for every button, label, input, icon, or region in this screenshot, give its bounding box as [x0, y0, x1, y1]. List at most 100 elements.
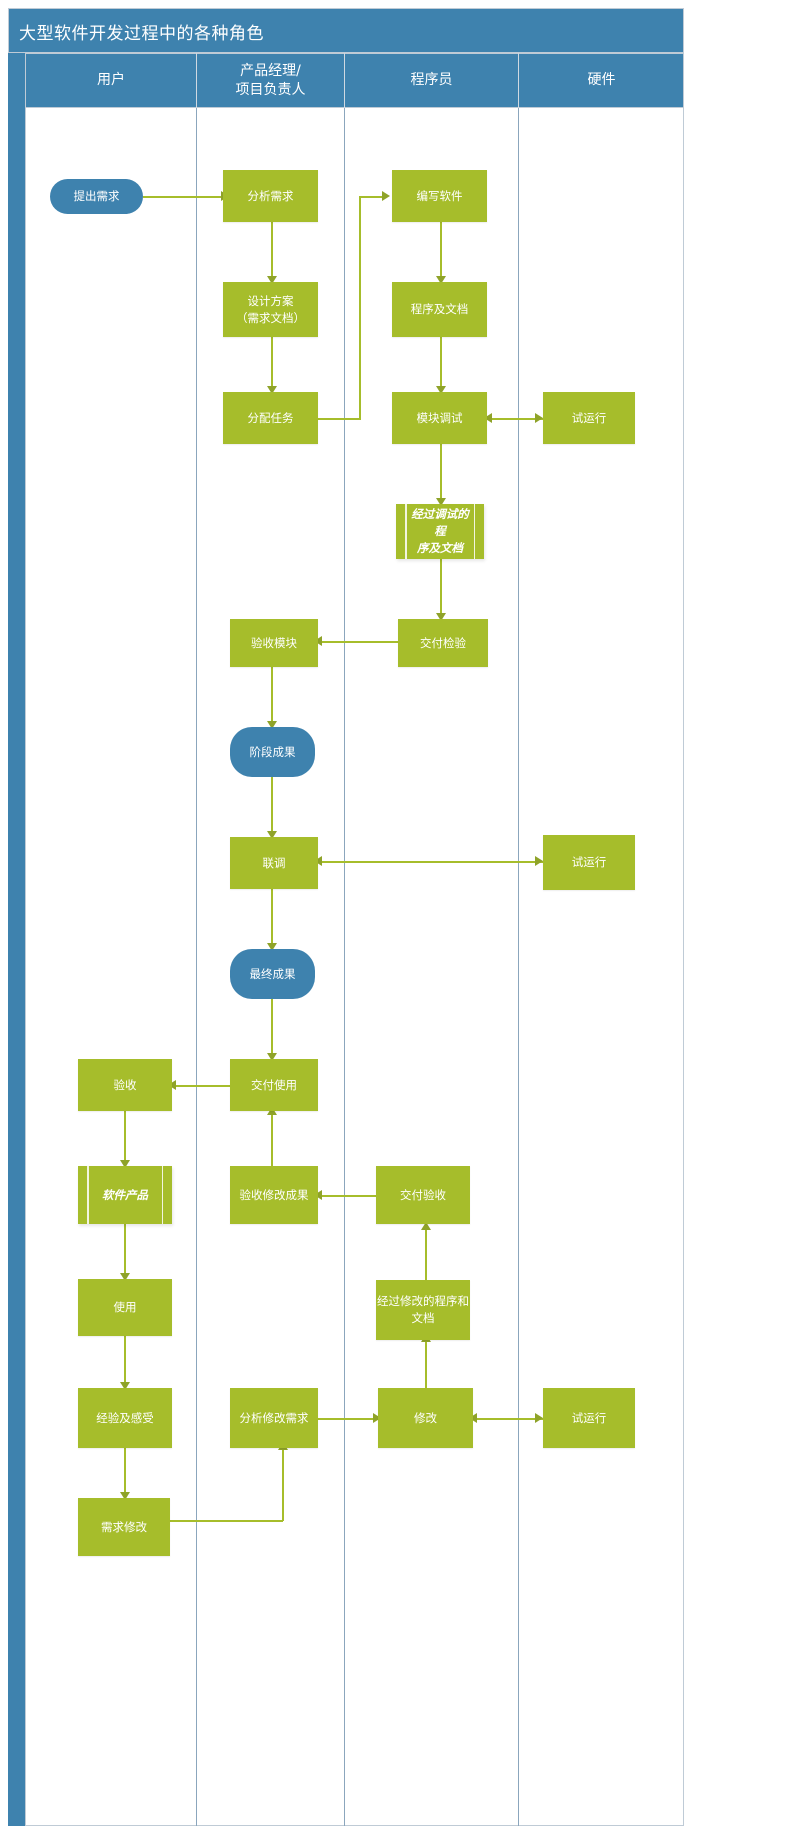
node-label: 试运行 — [571, 410, 607, 425]
node-交付验收[interactable]: 交付验收 — [376, 1166, 470, 1224]
lane-divider-dev-hw — [518, 108, 519, 1826]
edge-n15-n16 — [271, 999, 273, 1059]
lane-header-hw[interactable]: 硬件 — [518, 53, 684, 108]
edge-n13-n14-arrow-left — [314, 856, 322, 866]
node-修改[interactable]: 修改 — [378, 1388, 473, 1448]
predefined-left-bar — [87, 1166, 89, 1224]
node-label: 阶段成果 — [249, 744, 296, 759]
edge-n9-n10-arrow — [436, 613, 446, 621]
node-label: 交付检验 — [420, 635, 466, 650]
lane-divider-user-pm — [196, 108, 197, 1826]
node-label: 联调 — [262, 855, 286, 870]
node-验收[interactable]: 验收 — [78, 1059, 172, 1111]
node-最终成果[interactable]: 最终成果 — [230, 949, 315, 999]
node-label: 经验及感受 — [96, 1410, 154, 1425]
node-label: 分析修改需求 — [239, 1410, 309, 1425]
edge-n13-n15 — [271, 889, 273, 949]
lane-header-pm-line1: 产品经理/ — [240, 62, 301, 79]
node-分析修改需求[interactable]: 分析修改需求 — [230, 1388, 318, 1448]
edge-n3-n4 — [271, 337, 273, 392]
node-编写软件[interactable]: 编写软件 — [392, 170, 487, 222]
edge-n21-n23 — [124, 1336, 126, 1388]
edge-n4-n5-v — [359, 196, 361, 420]
node-label: 需求修改 — [101, 1519, 147, 1534]
edge-n12-n13-arrow — [267, 831, 277, 839]
lane-header-pm-line2: 项目负责人 — [235, 81, 306, 98]
node-试运行-1[interactable]: 试运行 — [543, 392, 635, 444]
edge-n17-n18 — [124, 1111, 126, 1166]
node-使用[interactable]: 使用 — [78, 1279, 172, 1336]
node-软件产品[interactable]: 软件产品 — [78, 1166, 172, 1224]
edge-n25-n26-arrow-left — [469, 1413, 477, 1423]
edge-n27-n24-v — [282, 1448, 284, 1521]
node-label: 编写软件 — [416, 188, 463, 203]
edge-n13-n14-arrow-right — [535, 856, 543, 866]
edge-n10-n11 — [318, 641, 398, 643]
lane-header-pm[interactable]: 产品经理/ 项目负责人 — [196, 53, 344, 108]
node-label: 分配任务 — [247, 410, 294, 425]
node-模块调试[interactable]: 模块调试 — [392, 392, 487, 444]
node-label: 程序及文档 — [410, 302, 469, 317]
edge-n24-n25-arrow — [373, 1413, 381, 1423]
edge-n11-n12-arrow — [267, 721, 277, 729]
edge-n10-n11-arrow — [314, 636, 322, 646]
edge-n5-n6 — [440, 222, 442, 282]
node-经验及感受[interactable]: 经验及感受 — [78, 1388, 172, 1448]
edge-n4-n5-h2 — [359, 196, 384, 198]
edge-n6-n7-arrow — [436, 386, 446, 394]
node-验收修改成果[interactable]: 验收修改成果 — [230, 1166, 318, 1224]
node-label: 经过修改的程序和 文档 — [377, 1293, 469, 1326]
node-设计方案[interactable]: 设计方案 （需求文档） — [223, 282, 318, 337]
node-交付检验[interactable]: 交付检验 — [398, 619, 488, 667]
edge-n2-n3 — [271, 222, 273, 282]
node-验收模块[interactable]: 验收模块 — [230, 619, 318, 667]
edge-n19-n16 — [271, 1113, 273, 1166]
edge-n12-n13 — [271, 777, 273, 837]
lane-header-dev[interactable]: 程序员 — [344, 53, 518, 108]
edge-n9-n10 — [440, 559, 442, 619]
edge-n23-n27 — [124, 1448, 126, 1498]
node-label: 验收 — [113, 1077, 137, 1092]
node-程序及文档[interactable]: 程序及文档 — [392, 282, 487, 337]
predefined-right-bar — [161, 1166, 163, 1224]
edge-n13-n14 — [318, 861, 543, 863]
node-试运行-3[interactable]: 试运行 — [543, 1388, 635, 1448]
edge-n13-n15-arrow — [267, 943, 277, 951]
node-label: 修改 — [414, 1410, 437, 1425]
node-label: 模块调试 — [416, 410, 463, 425]
edge-n7-n8-arrow-left — [484, 413, 492, 423]
predefined-left-bar — [405, 504, 407, 559]
node-label: 最终成果 — [249, 966, 296, 981]
node-提出需求[interactable]: 提出需求 — [50, 179, 143, 214]
node-label: 设计方案 （需求文档） — [236, 293, 305, 326]
node-label: 交付验收 — [400, 1187, 446, 1202]
diagram-title-bar: 大型软件开发过程中的各种角色 — [8, 8, 684, 53]
node-经过调试的程序及文档[interactable]: 经过调试的程 序及文档 — [396, 504, 484, 559]
node-试运行-2[interactable]: 试运行 — [543, 835, 635, 890]
node-label-line1: 经过修改的程序和 — [377, 1294, 469, 1309]
node-label: 使用 — [113, 1300, 137, 1315]
node-需求修改[interactable]: 需求修改 — [78, 1498, 170, 1556]
edge-n4-n5-arrow — [382, 191, 390, 201]
lane-divider-pm-dev — [344, 108, 345, 1826]
edge-n24-n25 — [318, 1418, 378, 1420]
edge-n7-n9 — [440, 444, 442, 504]
edge-n1-n2 — [143, 196, 223, 198]
edge-n16-n17 — [172, 1085, 230, 1087]
node-label: 软件产品 — [102, 1187, 148, 1202]
node-阶段成果[interactable]: 阶段成果 — [230, 727, 315, 777]
node-分析需求[interactable]: 分析需求 — [223, 170, 318, 222]
edge-n15-n16-arrow — [267, 1053, 277, 1061]
node-联调[interactable]: 联调 — [230, 837, 318, 889]
lane-header-user[interactable]: 用户 — [26, 53, 196, 108]
edge-n17-n18-arrow — [120, 1160, 130, 1168]
node-经过修改的程序和文档[interactable]: 经过修改的程序和 文档 — [376, 1280, 470, 1340]
edge-n7-n9-arrow — [436, 498, 446, 506]
edge-n23-n27-arrow — [120, 1492, 130, 1500]
edge-n22-n20 — [425, 1228, 427, 1280]
node-分配任务[interactable]: 分配任务 — [223, 392, 318, 444]
edge-n25-n22 — [425, 1340, 427, 1392]
edge-n2-n3-arrow — [267, 276, 277, 284]
node-交付使用[interactable]: 交付使用 — [230, 1059, 318, 1111]
